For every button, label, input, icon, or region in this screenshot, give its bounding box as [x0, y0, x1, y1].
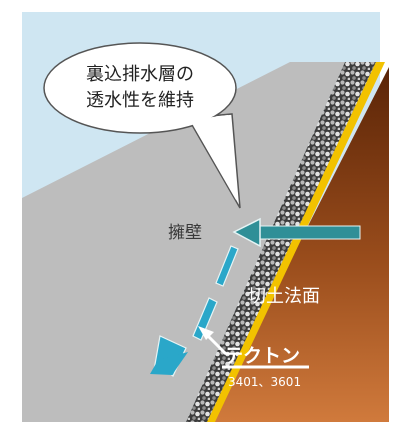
product-codes-label: 3401、3601 [228, 375, 301, 389]
wall-label: 擁壁 [168, 223, 202, 243]
callout-line-2: 透水性を維持 [86, 90, 194, 111]
geotextile-sheet [207, 62, 385, 422]
retaining-wall [22, 62, 345, 422]
seepage-arrow [232, 217, 361, 248]
callout-line-1: 裏込排水層の [86, 64, 194, 85]
product-name-label: テクトン [224, 345, 300, 367]
gravel-drain-layer [186, 62, 376, 422]
cut-slope-label: 切土法面 [248, 286, 320, 307]
pointer-arrow [198, 326, 228, 356]
drainage-flow-arrow [150, 245, 239, 377]
callout-bubble [43, 42, 241, 209]
